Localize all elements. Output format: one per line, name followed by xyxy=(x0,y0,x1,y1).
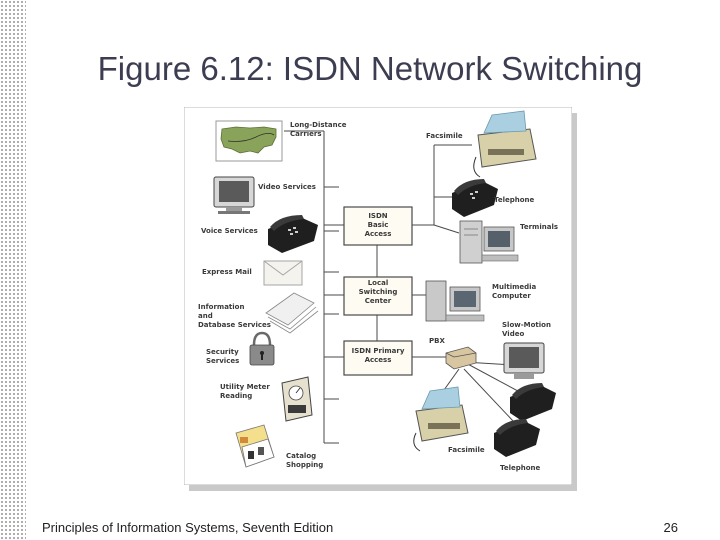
fax-top-icon xyxy=(473,110,537,178)
slow-motion-video-icon xyxy=(503,342,545,379)
telephone-icon xyxy=(268,215,318,253)
monitor-icon xyxy=(213,176,255,214)
label-security-services: Security Services xyxy=(206,348,240,365)
label-voice-services: Voice Services xyxy=(201,227,258,235)
fax-bottom-icon xyxy=(413,386,469,452)
connection-lines xyxy=(284,130,530,444)
label-pbx: PBX xyxy=(429,337,445,345)
label-catalog-shopping: Catalog Shopping xyxy=(286,452,324,469)
hub-local-switching-center: Local Switching Center xyxy=(358,279,398,305)
hub-isdn-basic-access: ISDN Basic Access xyxy=(364,212,392,238)
slide-title: Figure 6.12: ISDN Network Switching xyxy=(97,50,643,87)
label-slow-motion-video: Slow-Motion Video xyxy=(502,321,551,338)
label-terminals: Terminals xyxy=(520,223,559,231)
label-facsimile-top: Facsimile xyxy=(426,132,463,140)
label-facsimile-bottom: Facsimile xyxy=(448,446,485,454)
label-information-database: Information and Database Services xyxy=(198,303,271,329)
telephone-top-icon xyxy=(452,179,498,217)
telephone-bottom-icon xyxy=(494,419,540,457)
label-video-services: Video Services xyxy=(258,183,316,191)
dotted-border-decoration xyxy=(0,0,26,540)
hub-boxes xyxy=(343,206,413,376)
isdn-network-figure: Long-Distance Carriers Video Services Vo… xyxy=(184,107,572,485)
label-long-distance-carriers: Long-Distance Carriers xyxy=(290,121,347,138)
telephone-right-icon xyxy=(510,383,556,421)
catalog-icon xyxy=(235,424,275,468)
computer-icon xyxy=(425,280,485,322)
paper-stack-icon xyxy=(265,292,319,334)
pbx-icon xyxy=(445,346,477,370)
label-utility-meter: Utility Meter Reading xyxy=(220,383,270,400)
label-telephone-top: Telephone xyxy=(494,196,535,204)
hub-isdn-primary-access: ISDN Primary Access xyxy=(351,347,405,364)
isdn-diagram-canvas xyxy=(184,107,572,485)
us-map-icon xyxy=(215,120,283,162)
page-number: 26 xyxy=(663,520,678,535)
terminal-icon xyxy=(459,220,519,264)
label-multimedia-computer: Multimedia Computer xyxy=(492,283,537,300)
label-telephone-bottom: Telephone xyxy=(500,464,541,472)
padlock-icon xyxy=(249,331,275,366)
label-express-mail: Express Mail xyxy=(202,268,252,276)
envelope-icon xyxy=(263,260,303,286)
meter-icon xyxy=(281,376,313,422)
footer-book-title: Principles of Information Systems, Seven… xyxy=(42,520,334,535)
